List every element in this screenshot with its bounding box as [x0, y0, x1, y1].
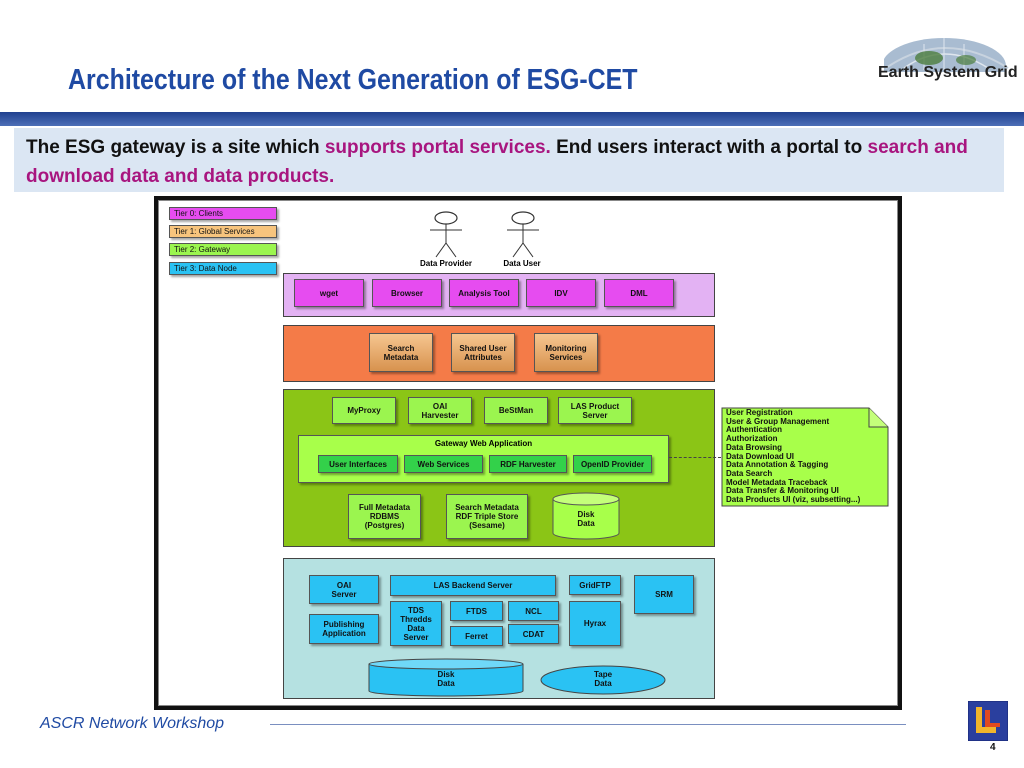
note-item: Data Download UI — [726, 451, 795, 461]
gateway-disk-data-label: Disk Data — [577, 510, 595, 528]
datanode-tape-data-icon — [540, 665, 666, 695]
gateway-services-note — [721, 407, 889, 507]
legend-tier3: Tier 3: Data Node — [169, 262, 277, 275]
slide-title: Architecture of the Next Generation of E… — [68, 64, 638, 96]
gateway-openid-provider: OpenID Provider — [573, 455, 652, 473]
page-number: 4 — [990, 742, 996, 753]
gateway-disk-data-icon — [551, 492, 621, 540]
note-item: User Registration — [726, 408, 793, 417]
datanode-oai-server: OAI Server — [309, 575, 379, 604]
note-item: Data Annotation & Tagging — [726, 460, 829, 470]
gateway-las-product-server: LAS Product Server — [558, 397, 632, 424]
datanode-las-backend-server: LAS Backend Server — [390, 575, 556, 596]
note-item: Authentication — [726, 425, 782, 435]
gateway-user-interfaces: User Interfaces — [318, 455, 398, 473]
data-provider-label: Data Provider — [419, 259, 473, 268]
datanode-gridftp: GridFTP — [569, 575, 621, 595]
gateway-myproxy: MyProxy — [332, 397, 396, 424]
data-user-label: Data User — [503, 259, 541, 268]
datanode-ftds: FTDS — [450, 601, 503, 621]
client-analysis-tool: Analysis Tool — [449, 279, 519, 307]
intro-highlight2: search and download data and data produc… — [26, 137, 968, 187]
client-wget: wget — [294, 279, 364, 307]
note-items: User Registration User & Group Managemen… — [726, 408, 886, 505]
intro-text: The ESG gateway is a site which supports… — [14, 128, 1004, 192]
legend-tier1: Tier 1: Global Services — [169, 225, 277, 238]
client-dml: DML — [604, 279, 674, 307]
note-item: Model Metadata Traceback — [726, 477, 828, 487]
logo-text: Earth System Grid — [878, 64, 1018, 81]
legend-tier2: Tier 2: Gateway — [169, 243, 277, 256]
note-item: Authorization — [726, 434, 778, 444]
note-item: Data Browsing — [726, 442, 783, 452]
note-item: Data Products UI (viz, subsetting...) — [726, 495, 861, 505]
datanode-disk-data-icon — [367, 658, 525, 698]
gateway-rdf-harvester: RDF Harvester — [489, 455, 567, 473]
datanode-tds-thredds-data-server: TDS Thredds Data Server — [390, 601, 442, 646]
client-idv: IDV — [526, 279, 596, 307]
global-shared-user-attributes: Shared User Attributes — [451, 333, 515, 372]
datanode-publishing-application: Publishing Application — [309, 614, 379, 644]
header-band — [0, 112, 1024, 126]
data-provider-actor-icon — [428, 211, 464, 259]
gateway-search-metadata-rdf: Search Metadata RDF Triple Store (Sesame… — [446, 494, 528, 539]
gateway-full-metadata-rdbms: Full Metadata RDBMS (Postgres) — [348, 494, 421, 539]
datanode-ferret: Ferret — [450, 626, 503, 646]
client-browser: Browser — [372, 279, 442, 307]
legend-tier0: Tier 0: Clients — [169, 207, 277, 220]
datanode-tape-data-label: Tape Data — [593, 670, 613, 688]
note-connector — [669, 457, 721, 458]
intro-part1: The ESG gateway is a site which — [26, 137, 325, 158]
datanode-srm: SRM — [634, 575, 694, 614]
gateway-web-application-title: Gateway Web Application — [434, 439, 533, 448]
footer-text: ASCR Network Workshop — [40, 715, 225, 732]
note-item: Data Transfer & Monitoring UI — [726, 486, 839, 496]
gateway-web-services: Web Services — [404, 455, 483, 473]
note-item: Data Search — [726, 468, 773, 478]
datanode-cdat: CDAT — [508, 624, 559, 644]
global-monitoring-services: Monitoring Services — [534, 333, 598, 372]
intro-highlight1: supports portal services. — [324, 137, 551, 158]
datanode-hyrax: Hyrax — [569, 601, 621, 646]
data-user-actor-icon — [505, 211, 541, 259]
intro-part2: End users interact with a portal to — [550, 137, 868, 158]
datanode-ncl: NCL — [508, 601, 559, 621]
diagram-inner — [158, 200, 898, 706]
gateway-bestman: BeStMan — [484, 397, 548, 424]
gateway-oai-harvester: OAI Harvester — [408, 397, 472, 424]
llnl-logo-icon — [967, 700, 1009, 742]
footer-line — [270, 724, 906, 725]
note-item: User & Group Management — [726, 416, 830, 426]
global-search-metadata: Search Metadata — [369, 333, 433, 372]
datanode-disk-data-label: Disk Data — [437, 670, 455, 688]
